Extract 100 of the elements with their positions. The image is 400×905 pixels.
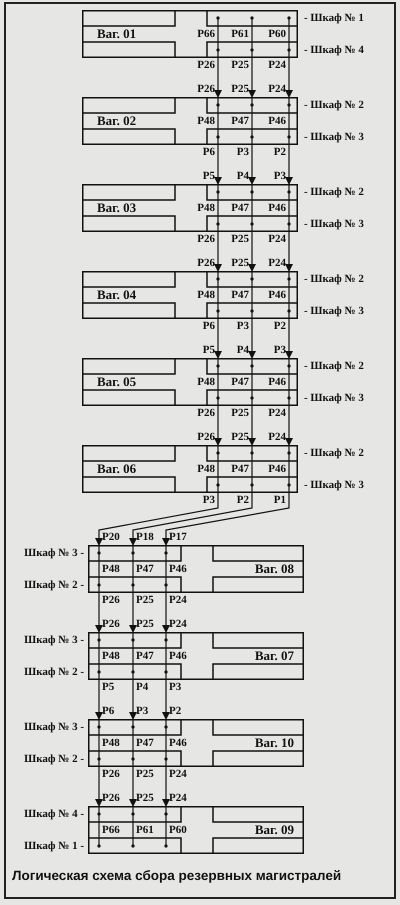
wagon-box bbox=[82, 184, 298, 232]
connector-label: P47 bbox=[231, 464, 249, 475]
connector-label: P24 bbox=[268, 408, 286, 419]
arrow bbox=[214, 232, 222, 272]
arrow bbox=[95, 493, 219, 546]
connector-label: P60 bbox=[268, 29, 286, 40]
cabinet-label: Шкаф № 2 - bbox=[24, 754, 84, 765]
cabinet-label: - Шкаф № 1 bbox=[304, 13, 364, 24]
arrow bbox=[162, 680, 170, 720]
wagon-label: Ваг. 10 bbox=[254, 736, 294, 750]
wagon-box bbox=[88, 719, 304, 767]
connector-label: P2 bbox=[169, 706, 182, 717]
connector-label: P3 bbox=[236, 147, 249, 158]
connector-label: P26 bbox=[102, 595, 120, 606]
connector-label: P47 bbox=[136, 738, 154, 749]
cabinet-label: Шкаф № 3 - bbox=[24, 635, 84, 646]
connector-label: P26 bbox=[102, 769, 120, 780]
cabinet-label: - Шкаф № 4 bbox=[304, 45, 364, 56]
connector-label: P48 bbox=[197, 464, 215, 475]
arrow bbox=[129, 593, 137, 633]
connector-label: P25 bbox=[136, 595, 154, 606]
connector-label: P26 bbox=[197, 60, 215, 71]
cabinet-label: - Шкаф № 2 bbox=[304, 448, 364, 459]
connector-label: P48 bbox=[197, 203, 215, 214]
connector-label: P25 bbox=[231, 84, 249, 95]
connector-label: P25 bbox=[231, 258, 249, 269]
connector-label: P26 bbox=[102, 619, 120, 630]
wagon-box bbox=[82, 10, 298, 58]
wagon-box bbox=[82, 358, 298, 406]
connector-label: P25 bbox=[231, 234, 249, 245]
connector-label: P48 bbox=[102, 651, 120, 662]
connector-label: P26 bbox=[197, 84, 215, 95]
connector-label: P24 bbox=[268, 60, 286, 71]
wagon-label: Ваг. 03 bbox=[97, 201, 136, 215]
cabinet-label: Шкаф № 3 - bbox=[24, 722, 84, 733]
wagon-label: Ваг. 06 bbox=[97, 462, 136, 476]
arrow bbox=[162, 767, 170, 807]
cabinet-label: Шкаф № 2 - bbox=[24, 667, 84, 678]
connector-label: P46 bbox=[268, 203, 286, 214]
connector-label: P4 bbox=[236, 171, 249, 182]
wagon-box bbox=[82, 97, 298, 145]
connector-label: P25 bbox=[231, 60, 249, 71]
wagon-box bbox=[88, 632, 304, 680]
connector-label: P24 bbox=[268, 234, 286, 245]
connector-label: P25 bbox=[231, 408, 249, 419]
connector-label: P6 bbox=[202, 147, 215, 158]
wagon-label: Ваг. 08 bbox=[254, 562, 294, 576]
connector-label: P6 bbox=[102, 706, 114, 717]
connector-label: P25 bbox=[136, 793, 154, 804]
connector-label: P25 bbox=[231, 432, 249, 443]
connector-label: P46 bbox=[268, 377, 286, 388]
connector-label: P61 bbox=[136, 825, 154, 836]
connector-label: P20 bbox=[102, 532, 120, 543]
connector-label: P18 bbox=[136, 532, 154, 543]
connector-label: P26 bbox=[197, 432, 215, 443]
connector-label: P47 bbox=[231, 377, 249, 388]
connector-label: P48 bbox=[197, 116, 215, 127]
wagon-box bbox=[88, 545, 304, 593]
cabinet-label: - Шкаф № 2 bbox=[304, 187, 364, 198]
arrow bbox=[248, 319, 256, 359]
connector-label: P24 bbox=[169, 793, 187, 804]
arrow bbox=[95, 767, 103, 807]
cabinet-label: Шкаф № 3 - bbox=[24, 548, 84, 559]
connector-label: P47 bbox=[136, 651, 154, 662]
cabinet-label: - Шкаф № 2 bbox=[304, 361, 364, 372]
connector-label: P46 bbox=[268, 116, 286, 127]
connector-label: P26 bbox=[197, 258, 215, 269]
cabinet-label: - Шкаф № 3 bbox=[304, 219, 364, 230]
wagon-label: Ваг. 07 bbox=[254, 649, 294, 663]
connector-label: P25 bbox=[136, 769, 154, 780]
arrow bbox=[95, 680, 103, 720]
connector-label: P46 bbox=[169, 651, 187, 662]
connector-label: P48 bbox=[197, 290, 215, 301]
wagon-label: Ваг. 05 bbox=[97, 375, 136, 389]
connector-label: P46 bbox=[169, 564, 187, 575]
connector-label: P24 bbox=[169, 769, 187, 780]
arrow bbox=[129, 493, 253, 546]
cabinet-label: Шкаф № 1 - bbox=[24, 841, 84, 852]
arrow bbox=[214, 145, 222, 185]
connector-label: P48 bbox=[102, 564, 120, 575]
connector-label: P47 bbox=[231, 203, 249, 214]
arrow bbox=[214, 319, 222, 359]
connector-label: P3 bbox=[274, 345, 286, 356]
connector-label: P47 bbox=[136, 564, 154, 575]
connector-label: P2 bbox=[274, 321, 286, 332]
wagon-box bbox=[82, 271, 298, 319]
arrow bbox=[248, 145, 256, 185]
connector-label: P46 bbox=[268, 464, 286, 475]
arrow bbox=[285, 319, 293, 359]
arrow bbox=[285, 145, 293, 185]
caption: Логическая схема сбора резервных магистралей bbox=[12, 868, 342, 884]
connector-label: P5 bbox=[102, 682, 114, 693]
connector-label: P4 bbox=[136, 682, 148, 693]
connector-label: P3 bbox=[236, 321, 249, 332]
connector-label: P3 bbox=[169, 682, 182, 693]
arrow bbox=[214, 406, 222, 446]
arrow bbox=[129, 680, 137, 720]
connector-label: P26 bbox=[197, 408, 215, 419]
connector-label: P24 bbox=[268, 84, 286, 95]
arrow bbox=[95, 593, 103, 633]
